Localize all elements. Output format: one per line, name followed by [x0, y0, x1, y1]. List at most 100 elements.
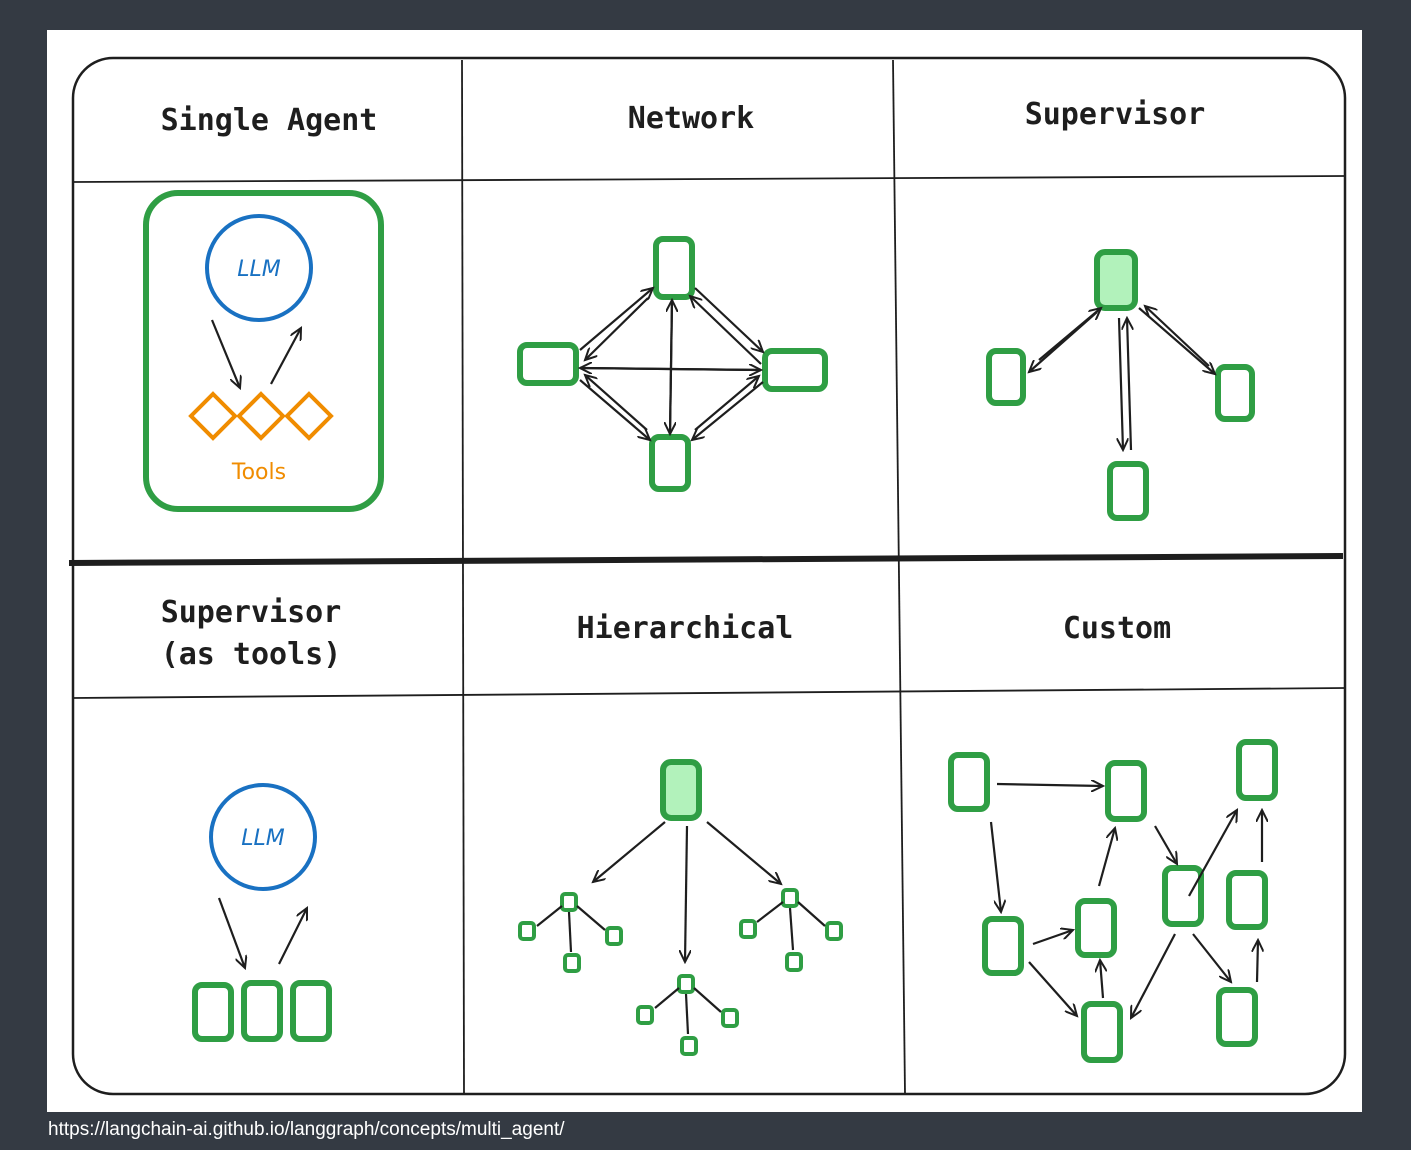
tool-diamond-icon	[284, 391, 334, 441]
hierarchical-leaf-node	[680, 1036, 698, 1056]
hierarchical-arrow	[756, 901, 784, 923]
title-supervisor: Supervisor	[1025, 97, 1206, 132]
hierarchical-arrow	[693, 987, 722, 1013]
llm-label: LLM	[237, 257, 281, 282]
hierarchical-leaf-node	[739, 919, 757, 939]
network-arrow	[579, 379, 650, 440]
title-network: Network	[628, 101, 754, 136]
arrow-tools-to-llm	[270, 328, 301, 385]
hierarchical-arrow	[567, 911, 573, 953]
hierarchical-arrow	[685, 825, 687, 962]
supervisor-worker-left	[986, 348, 1026, 406]
arrow-llm-to-agents	[217, 897, 245, 968]
supervisor-arrow	[1038, 308, 1101, 361]
custom-node	[1105, 760, 1147, 822]
source-url-caption[interactable]: https://langchain-ai.github.io/langgraph…	[48, 1119, 565, 1140]
network-arrow	[579, 288, 653, 351]
title-custom: Custom	[1063, 611, 1171, 646]
custom-node	[1075, 898, 1117, 958]
custom-node	[948, 752, 990, 812]
custom-diagram	[948, 739, 1278, 1063]
supervisor-diagram	[986, 249, 1255, 521]
grid-line-h2	[72, 687, 1346, 699]
network-node-bottom	[649, 434, 691, 492]
grid-line-v1	[461, 59, 465, 1095]
hierarchical-arrow	[536, 905, 563, 927]
network-arrow	[585, 375, 648, 431]
supervisor-arrow	[1127, 318, 1131, 451]
diagram-panel: Single Agent Network Supervisor Supervis…	[47, 30, 1362, 1112]
custom-arrow	[1097, 828, 1115, 887]
hierarchical-diagram	[518, 759, 843, 1056]
custom-arrow	[1192, 933, 1231, 982]
hierarchical-arrow	[576, 905, 606, 931]
llm-circle	[205, 214, 313, 322]
custom-arrow	[1188, 810, 1237, 897]
network-arrow	[694, 287, 763, 352]
hierarchical-root-node	[660, 759, 702, 821]
supervisor-worker-right	[1215, 364, 1255, 422]
hierarchical-leaf-node	[825, 921, 843, 941]
custom-arrow	[996, 784, 1103, 786]
custom-node	[982, 916, 1024, 976]
custom-node	[1081, 1001, 1123, 1063]
hierarchical-arrow	[684, 993, 690, 1035]
network-node-top	[653, 236, 695, 300]
supervisor-worker-bottom	[1107, 461, 1149, 521]
multi-agent-architectures-diagram: Single Agent Network Supervisor Supervis…	[68, 56, 1347, 1096]
custom-arrow	[1100, 960, 1103, 999]
llm-label: LLM	[241, 826, 285, 851]
hierarchical-sub-supervisor	[677, 974, 695, 994]
supervisor-arrow	[1145, 306, 1210, 367]
tool-diamond-icon	[188, 391, 238, 441]
tool-diamond-icon	[236, 391, 286, 441]
network-arrow	[585, 297, 649, 360]
agent-boundary	[143, 190, 384, 512]
network-arrow	[692, 381, 764, 440]
supervisor-as-tools-diagram: LLM	[192, 783, 332, 1042]
hierarchical-sub-supervisor	[781, 888, 799, 908]
network-arrow	[690, 296, 762, 365]
tool-agent-node	[290, 980, 332, 1042]
hierarchical-leaf-node	[605, 926, 623, 946]
network-arrow	[694, 376, 759, 431]
grid-line-v2	[892, 59, 906, 1095]
hierarchical-leaf-node	[563, 953, 581, 973]
supervisor-arrow	[1119, 317, 1123, 450]
hierarchical-leaf-node	[785, 952, 803, 972]
network-arrow	[670, 300, 672, 435]
hierarchical-leaf-node	[636, 1005, 654, 1025]
tool-agent-node	[192, 982, 234, 1042]
title-single-agent: Single Agent	[161, 103, 378, 138]
single-agent-diagram: LLM Tools	[143, 190, 384, 512]
hierarchical-leaf-node	[518, 921, 536, 941]
network-diagram	[517, 236, 828, 492]
custom-arrow	[1154, 825, 1177, 864]
title-supervisor-line2: (as tools)	[161, 637, 342, 672]
title-supervisor-line1: Supervisor	[161, 595, 342, 630]
supervisor-root-node	[1094, 249, 1138, 311]
hierarchical-sub-supervisor	[560, 892, 578, 912]
custom-node	[1226, 870, 1268, 930]
arrow-agents-to-llm	[278, 908, 307, 965]
title-hierarchical: Hierarchical	[577, 611, 794, 646]
network-node-left	[517, 342, 579, 386]
supervisor-arrow	[1138, 307, 1215, 374]
custom-arrow	[989, 821, 1001, 912]
custom-arrow	[1032, 930, 1073, 946]
tools-label: Tools	[231, 460, 286, 485]
row-divider	[68, 553, 1344, 566]
hierarchical-arrow	[797, 901, 826, 927]
custom-arrow	[1028, 961, 1077, 1016]
grid-line-h1	[72, 175, 1346, 183]
outer-frame	[71, 56, 1347, 1096]
hierarchical-arrow	[706, 821, 781, 884]
network-node-right	[762, 348, 828, 392]
arrow-llm-to-tools	[210, 319, 240, 388]
hierarchical-leaf-node	[721, 1008, 739, 1028]
custom-arrow	[1257, 940, 1258, 983]
custom-node	[1236, 739, 1278, 801]
custom-node	[1216, 987, 1258, 1047]
hierarchical-arrow	[788, 907, 795, 951]
custom-node	[1162, 865, 1204, 927]
